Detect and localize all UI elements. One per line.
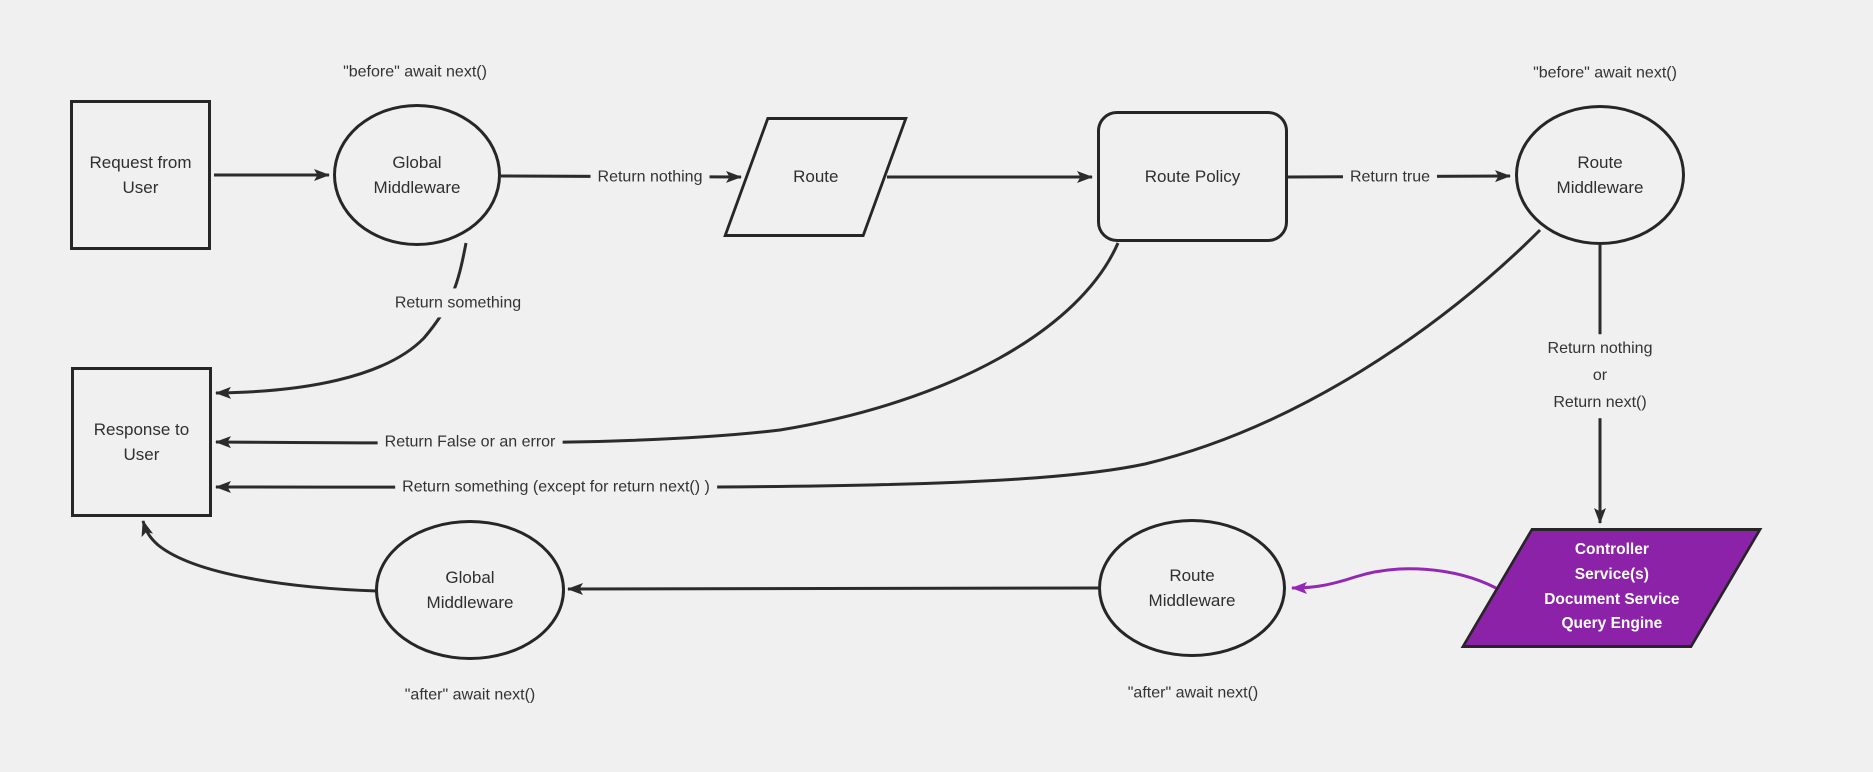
edge-route-policy-return-false-to-response — [215, 242, 1120, 449]
return-something-except-label: Return something (except for return next… — [395, 472, 717, 502]
global-middleware-bottom-node: Global Middleware — [375, 520, 565, 660]
global-middleware-bottom-label: Global Middleware — [426, 567, 514, 613]
after-await-next-right-label: "after" await next() — [1120, 678, 1266, 708]
edge-global-middleware-after-to-response — [141, 520, 378, 593]
route-label: Route — [792, 167, 839, 187]
route-middleware-bottom-node: Route Middleware — [1098, 519, 1286, 657]
before-await-next-left-label: "before" await next() — [336, 57, 494, 87]
return-true-label: Return true — [1342, 162, 1438, 192]
return-nothing-top-label: Return nothing — [590, 162, 710, 192]
request-from-user-node: Request from User — [70, 100, 211, 250]
return-something-label: Return something — [387, 288, 529, 318]
route-policy-node: Route Policy — [1097, 111, 1288, 242]
request-from-user-label: Request from User — [89, 152, 192, 198]
global-middleware-top-node: Global Middleware — [333, 104, 501, 246]
edge-controller-to-route-middleware-after — [1291, 567, 1497, 594]
response-to-user-node: Response to User — [71, 367, 212, 517]
controller-services-label: Controller Service(s) Document Service Q… — [1543, 541, 1680, 633]
response-to-user-label: Response to User — [93, 419, 190, 465]
before-await-next-right-label: "before" await next() — [1526, 58, 1684, 88]
global-middleware-top-label: Global Middleware — [373, 152, 461, 198]
return-false-or-error-label: Return False or an error — [377, 427, 563, 457]
edge-route-middleware-after-to-global-middleware-after — [567, 582, 1099, 595]
edge-global-middleware-return-something-to-response — [215, 242, 468, 399]
route-middleware-top-label: Route Middleware — [1556, 152, 1644, 198]
route-middleware-bottom-label: Route Middleware — [1148, 565, 1236, 611]
route-middleware-top-node: Route Middleware — [1515, 105, 1685, 245]
return-nothing-or-next-label: Return nothing or Return next() — [1540, 334, 1660, 418]
route-policy-label: Route Policy — [1144, 166, 1241, 186]
after-await-next-left-label: "after" await next() — [397, 680, 543, 710]
